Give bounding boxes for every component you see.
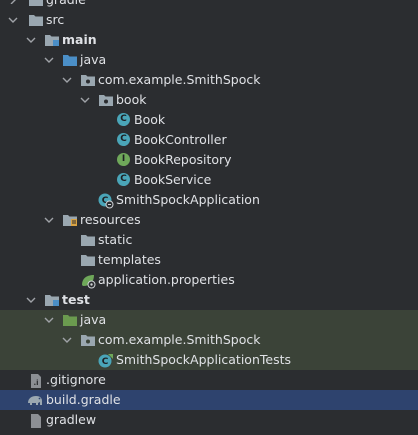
tree-item-templates[interactable]: templates: [0, 250, 418, 270]
chevron-down-icon[interactable]: [44, 210, 56, 230]
tree-item-application[interactable]: C SmithSpockApplication: [0, 190, 418, 210]
tree-item-test[interactable]: test: [0, 290, 418, 310]
package-icon: [98, 93, 114, 107]
tree-item-label: application.properties: [98, 272, 235, 287]
spring-boot-class-icon: C: [98, 193, 114, 209]
tree-item-label: SmithSpockApplicationTests: [116, 352, 292, 367]
package-icon: [80, 333, 96, 347]
svg-text:C: C: [102, 357, 109, 367]
chevron-down-icon[interactable]: [44, 50, 56, 70]
tree-item-label: Book: [134, 112, 166, 127]
tree-item-package[interactable]: com.example.SmithSpock: [0, 70, 418, 90]
tree-item-label: gradle: [46, 0, 86, 10]
gradle-elephant-icon: [26, 393, 42, 407]
gitignore-file-icon: .i: [28, 373, 44, 388]
tree-item-application-tests[interactable]: C SmithSpockApplicationTests: [0, 350, 418, 370]
tree-item-book[interactable]: book: [0, 90, 418, 110]
tree-item-resources[interactable]: resources: [0, 210, 418, 230]
source-folder-icon: [62, 53, 78, 67]
tree-item-gradlew[interactable]: gradlew: [0, 410, 418, 430]
folder-icon: [28, 13, 44, 27]
chevron-down-icon[interactable]: [8, 10, 20, 30]
tree-item-label: gradlew: [46, 412, 97, 427]
tree-item-label: java: [80, 52, 107, 67]
chevron-down-icon[interactable]: [62, 70, 74, 90]
test-source-folder-icon: [62, 313, 78, 327]
chevron-down-icon[interactable]: [26, 30, 38, 50]
tree-item-label: com.example.SmithSpock: [98, 72, 261, 87]
resources-folder-icon: [62, 213, 78, 227]
chevron-down-icon[interactable]: [44, 310, 56, 330]
tree-item-label: static: [98, 232, 133, 247]
tree-item-label: src: [46, 12, 65, 27]
chevron-right-icon[interactable]: [8, 0, 20, 10]
interface-icon: I: [117, 153, 130, 166]
tree-item-label: .gitignore: [46, 372, 106, 387]
tree-item-label: java: [80, 312, 107, 327]
class-icon: C: [117, 173, 130, 186]
tree-item-book-class[interactable]: C Book: [0, 110, 418, 130]
tree-item-label: book: [116, 92, 147, 107]
chevron-down-icon[interactable]: [26, 290, 38, 310]
tree-item-label: main: [62, 32, 97, 47]
class-icon: C: [117, 113, 130, 126]
class-icon: C: [117, 133, 130, 146]
tree-item-book-controller[interactable]: C BookController: [0, 130, 418, 150]
tree-item-label: BookController: [134, 132, 227, 147]
tree-item-build-gradle[interactable]: build.gradle: [0, 390, 418, 410]
tree-item-book-service[interactable]: C BookService: [0, 170, 418, 190]
tree-item-label: SmithSpockApplication: [116, 192, 260, 207]
tree-item-application-properties[interactable]: application.properties: [0, 270, 418, 290]
module-folder-icon: [44, 293, 60, 307]
folder-icon: [28, 0, 44, 7]
tree-item-java[interactable]: java: [0, 50, 418, 70]
chevron-down-icon[interactable]: [62, 330, 74, 350]
tree-item-label: resources: [80, 212, 141, 227]
tree-item-label: test: [62, 292, 90, 307]
tree-item-test-package[interactable]: com.example.SmithSpock: [0, 330, 418, 350]
module-folder-icon: [44, 33, 60, 47]
tree-item-label: build.gradle: [46, 392, 121, 407]
tree-item-main[interactable]: main: [0, 30, 418, 50]
tree-item-gitignore[interactable]: .i .gitignore: [0, 370, 418, 390]
tree-item-static[interactable]: static: [0, 230, 418, 250]
tree-item-label: BookRepository: [134, 152, 232, 167]
tree-item-book-repository[interactable]: I BookRepository: [0, 150, 418, 170]
tree-item-gradle[interactable]: gradle: [0, 0, 418, 10]
tree-item-label: com.example.SmithSpock: [98, 332, 261, 347]
chevron-down-icon[interactable]: [80, 90, 92, 110]
spring-properties-icon: [80, 273, 96, 289]
spring-boot-test-class-icon: C: [98, 353, 114, 368]
svg-text:.i: .i: [33, 379, 38, 387]
package-icon: [80, 73, 96, 87]
tree-item-test-java[interactable]: java: [0, 310, 418, 330]
tree-item-src[interactable]: src: [0, 10, 418, 30]
file-icon: [28, 413, 44, 428]
folder-icon: [80, 253, 96, 267]
folder-icon: [80, 233, 96, 247]
svg-text:C: C: [102, 196, 109, 206]
tree-item-label: BookService: [134, 172, 212, 187]
tree-item-label: templates: [98, 252, 161, 267]
